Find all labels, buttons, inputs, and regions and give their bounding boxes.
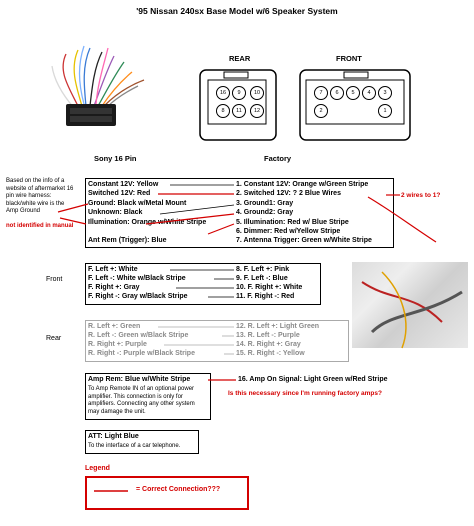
wiring-photo-graphic	[361, 271, 463, 349]
power-left-wire: Ground: Black w/Metal Mount	[88, 199, 187, 207]
front-pin: 7	[314, 86, 328, 100]
rear-right-wire: 15. R. Right -: Yellow	[236, 350, 305, 357]
two-wires-note: 2 wires to 1?	[401, 192, 441, 199]
front-pin: 5	[346, 86, 360, 100]
amp-remote-box	[85, 373, 211, 420]
front-section-label: Front	[46, 276, 63, 283]
amp-on-signal-wire: 16. Amp On Signal: Light Green w/Red Str…	[238, 376, 388, 383]
power-right-wire: 1. Constant 12V: Orange w/Green Stripe	[236, 181, 369, 188]
power-right-wire: 5. Illumination: Red w/ Blue Stripe	[236, 218, 349, 226]
rear-pin: 10	[250, 86, 264, 100]
power-left-wire: Unknown: Black	[88, 209, 143, 217]
legend-text: = Correct Connection???	[136, 486, 221, 493]
front-pin: 3	[378, 86, 392, 100]
rear-pin: 9	[232, 86, 246, 100]
power-left-wire: Ant Rem (Trigger): Blue	[88, 237, 167, 245]
rear-right-wire: 14. R. Right +: Gray	[236, 341, 301, 348]
sony-connector-label: Sony 16 Pin	[94, 154, 137, 163]
amp-remote-description: To Amp Remote IN of an optional power am…	[88, 386, 195, 415]
front-pin: 1	[378, 104, 392, 118]
harness-source-note: Based on the info of a website of afterm…	[6, 178, 74, 214]
rear-section-label: Rear	[46, 335, 62, 342]
front-right-wire: 8. F. Left +: Pink	[236, 266, 290, 273]
power-right-wire: 3. Ground1: Gray	[236, 199, 294, 207]
rear-pin: 8	[216, 104, 230, 118]
att-wire: ATT: Light Blue	[88, 433, 139, 440]
rear-left-wire: R. Left +: Green	[88, 323, 141, 330]
unidentified-note: not identified in manual	[6, 223, 74, 229]
legend-title: Legend	[85, 465, 110, 472]
front-left-wire: F. Right +: Gray	[88, 284, 140, 291]
power-right-wire: 4. Ground2: Gray	[236, 209, 294, 217]
rear-connector-label: REAR	[229, 54, 251, 63]
rear-pin: 16	[216, 86, 230, 100]
power-left-wire: Constant 12V: Yellow	[88, 181, 159, 188]
power-left-wire: Switched 12V: Red	[88, 190, 151, 198]
rear-left-wire: R. Left -: Green w/Black Stripe	[88, 332, 189, 339]
front-right-wire: 11. F. Right -: Red	[236, 293, 295, 300]
rear-right-wire: 12. R. Left +: Light Green	[236, 323, 320, 330]
legend-box	[85, 476, 249, 510]
rear-left-wire: R. Right -: Purple w/Black Stripe	[88, 350, 195, 357]
front-left-wire: F. Left +: White	[88, 266, 138, 273]
power-right-wire: 6. Dimmer: Red w/Yellow Stripe	[236, 228, 341, 235]
front-pin: 2	[314, 104, 328, 118]
rear-pin: 12	[250, 104, 264, 118]
power-left-wire: Illumination: Orange w/White Stripe	[88, 218, 207, 226]
power-right-wire: 2. Switched 12V: ? 2 Blue Wires	[236, 190, 341, 198]
front-pin: 4	[362, 86, 376, 100]
front-left-wire: F. Right -: Gray w/Black Stripe	[88, 293, 188, 300]
diagram-title: '95 Nissan 240sx Base Model w/6 Speaker …	[136, 6, 338, 16]
amp-question: Is this necessary since I'm running fact…	[228, 390, 382, 397]
legend-line	[94, 490, 128, 492]
front-pin: 6	[330, 86, 344, 100]
front-connector-label: FRONT	[336, 54, 362, 63]
power-right-wire: 7. Antenna Trigger: Green w/White Stripe	[236, 237, 372, 245]
front-left-wire: F. Left -: White w/Black Stripe	[88, 275, 186, 282]
att-box	[85, 430, 199, 454]
front-right-wire: 10. F. Right +: White	[236, 284, 303, 291]
factory-connector-label: Factory	[264, 154, 292, 163]
front-right-wire: 9. F. Left -: Blue	[236, 275, 288, 282]
wiring-photo	[352, 262, 468, 349]
rear-pin: 11	[232, 104, 246, 118]
amp-remote-wire: Amp Rem: Blue w/White Stripe	[88, 376, 191, 383]
att-description: To the interface of a car telephone.	[88, 443, 181, 449]
rear-right-wire: 13. R. Left -: Purple	[236, 332, 300, 339]
power-connections-box	[85, 178, 394, 248]
rear-left-wire: R. Right +: Purple	[88, 341, 147, 348]
sony-harness-illustration	[51, 45, 145, 126]
